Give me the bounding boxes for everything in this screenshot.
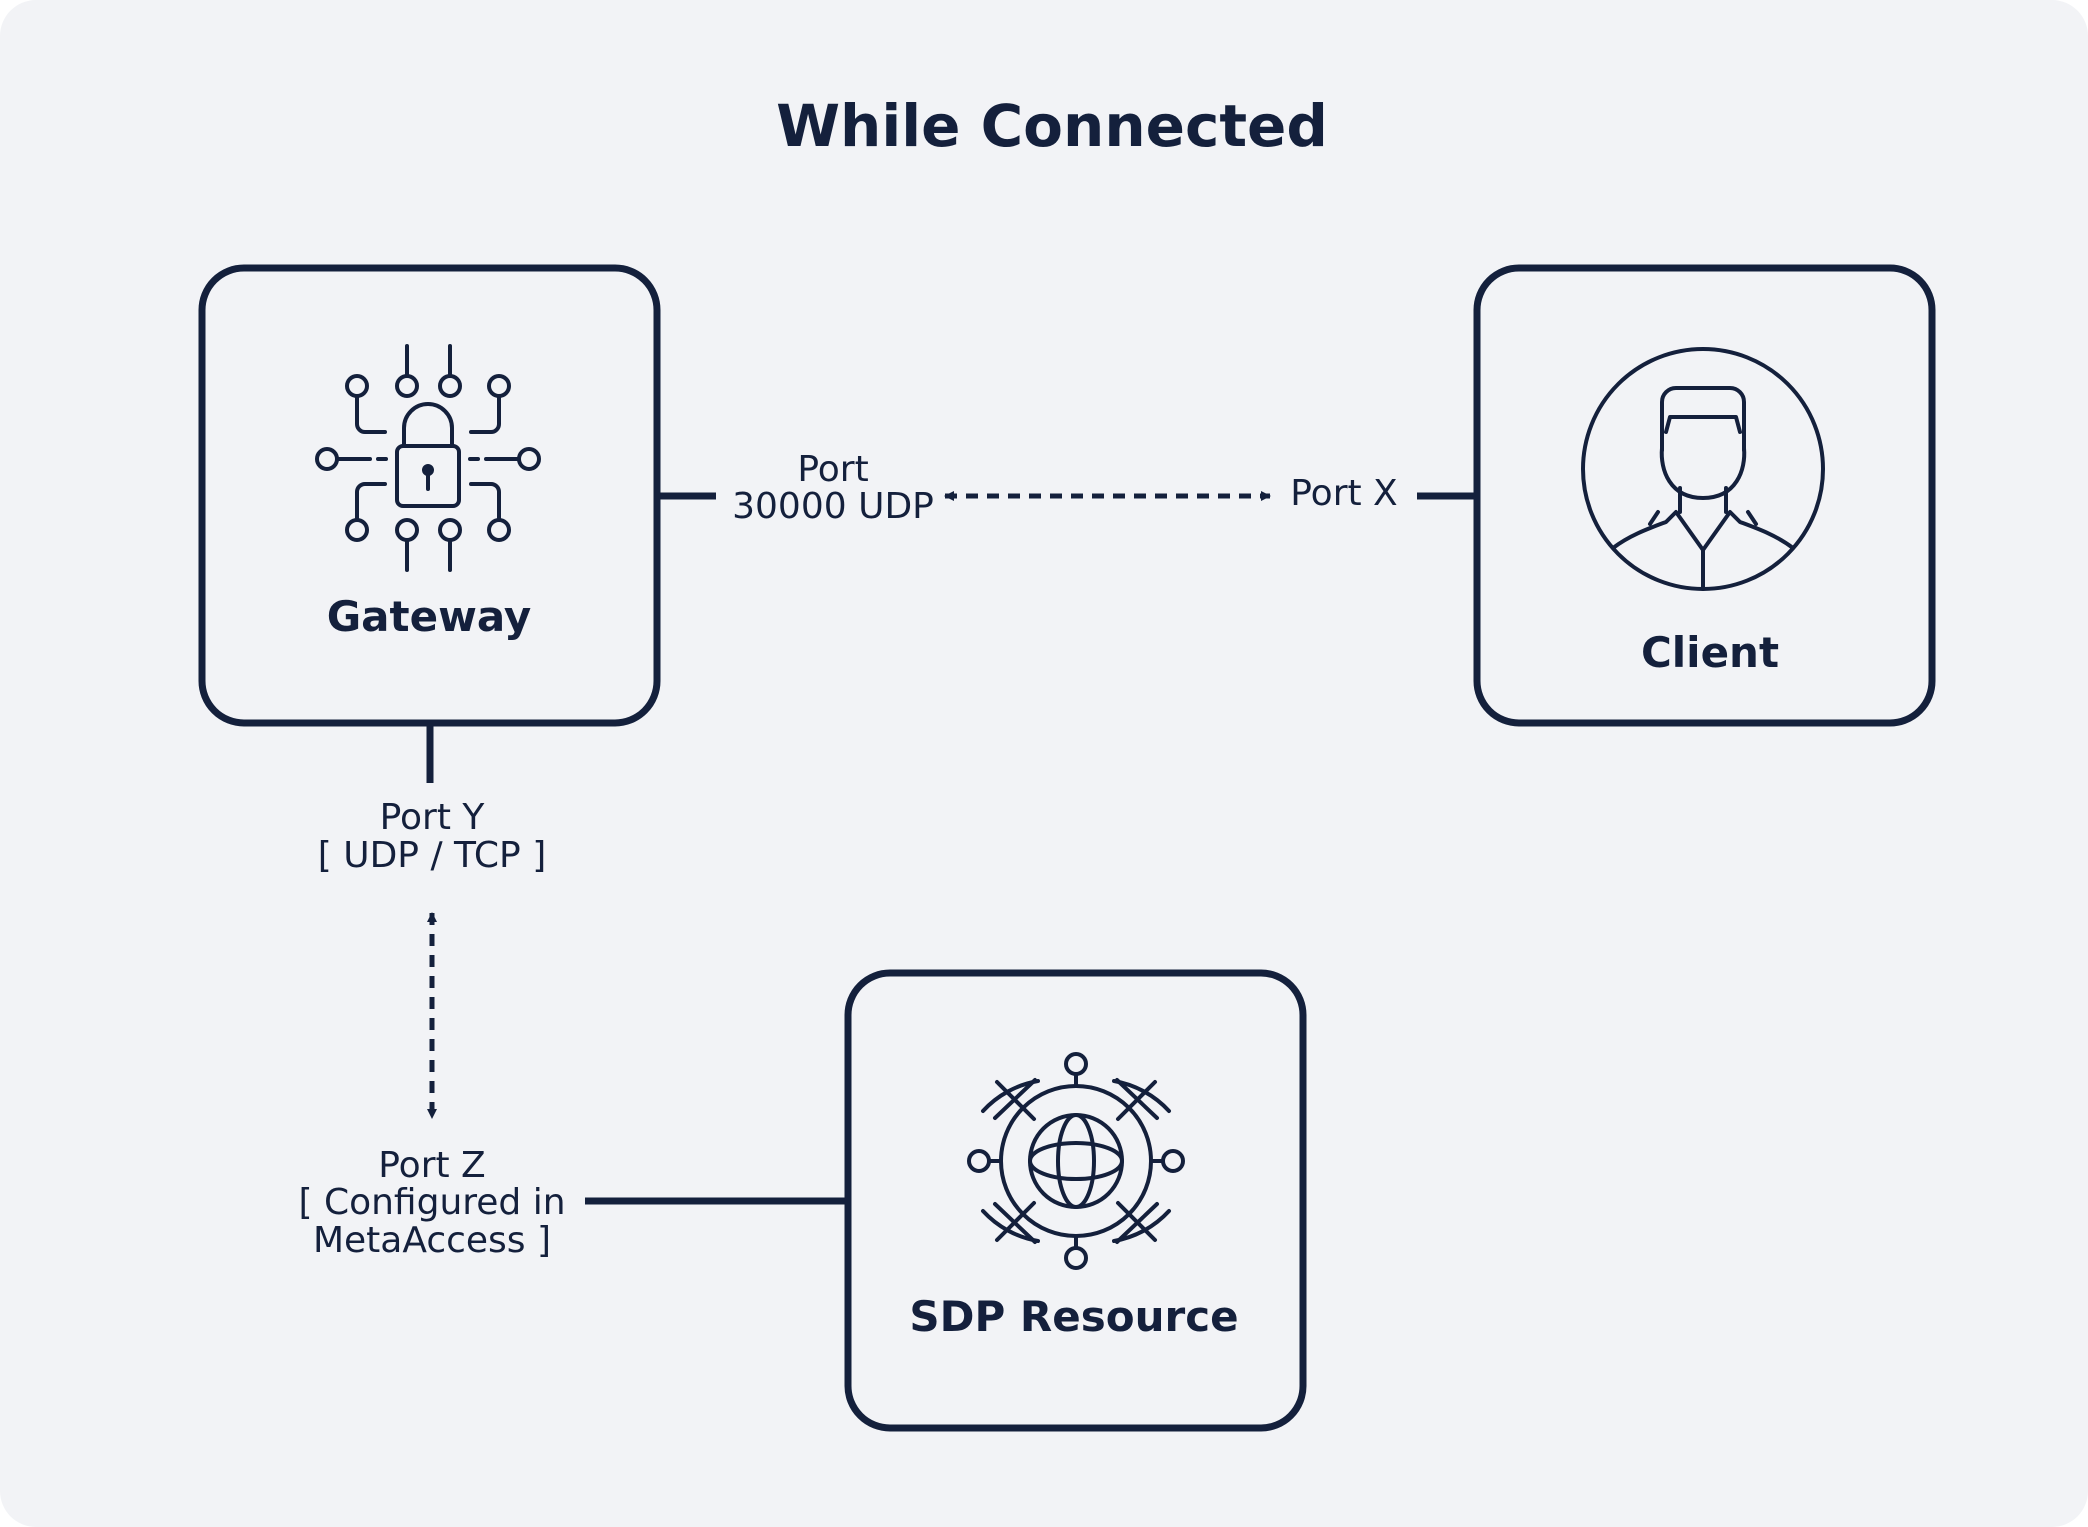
edge-labels: Port 30000 UDP Port X Port Y [ UDP / TCP… [298,449,1397,1261]
port-z-label-line3: MetaAccess ] [313,1220,551,1261]
diagram-title: While Connected [776,92,1328,160]
gateway-box [198,264,661,727]
port-30000-label-line2: 30000 UDP [732,486,934,527]
port-y-label-line2: [ UDP / TCP ] [318,835,547,876]
user-avatar-icon [1581,347,1825,591]
client-label: Client [1641,628,1779,677]
gateway-node: Gateway [198,264,661,727]
globe-network-icon [967,1052,1185,1270]
port-30000-label-line1: Port [797,449,868,490]
port-x-label: Port X [1290,473,1397,514]
gateway-lock-circuit-icon [315,344,541,572]
sdp-resource-label: SDP Resource [909,1292,1238,1341]
gateway-label: Gateway [327,592,532,641]
port-z-label-line1: Port Z [378,1145,485,1186]
port-y-label-line1: Port Y [380,797,486,838]
sdp-resource-node: SDP Resource [844,969,1307,1432]
client-box [1473,264,1936,727]
sdp-resource-box [844,969,1307,1432]
client-node: Client [1473,264,1936,727]
port-z-label-line2: [ Configured in [298,1182,565,1223]
edge-gateway-resource [426,724,848,1205]
